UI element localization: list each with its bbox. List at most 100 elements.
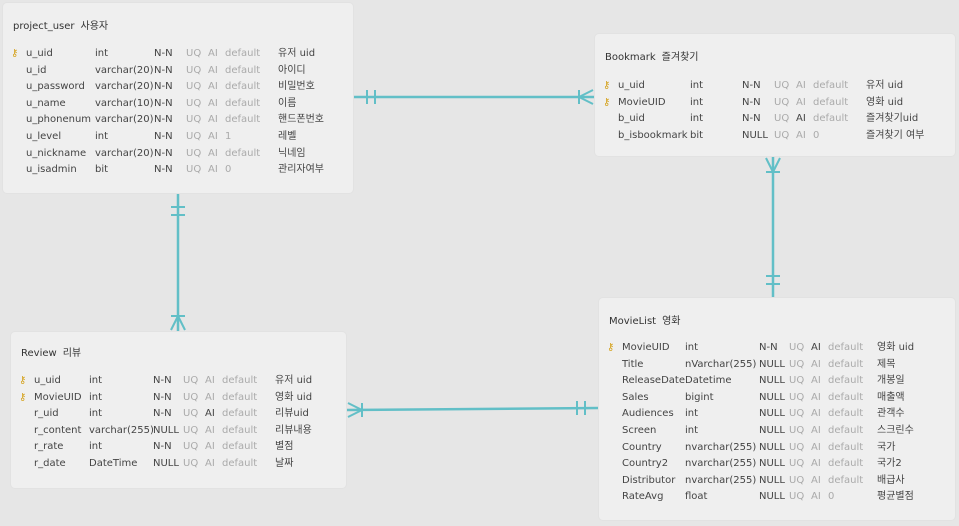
column-unique-flag: UQ [789, 491, 805, 503]
column-comment: 리뷰내용 [275, 424, 312, 436]
column-comment: 제목 [877, 358, 896, 370]
column-comment: 영화 uid [275, 391, 313, 403]
column-nullable: N-N [742, 96, 761, 108]
column-default: default [225, 81, 261, 93]
column-comment: 리뷰uid [275, 408, 309, 420]
column-unique-flag: UQ [774, 129, 790, 141]
column-type: int [685, 342, 699, 353]
column-unique-flag: UQ [774, 96, 790, 108]
column-comment: 매출액 [877, 391, 905, 403]
column-type: bit [690, 129, 704, 141]
column-unique-flag: UQ [186, 64, 202, 76]
column-nullable: N-N [742, 80, 761, 91]
column-unique-flag: UQ [183, 441, 199, 453]
column-name: Country2 [622, 458, 669, 470]
column-name: ReleaseDate [622, 375, 685, 387]
column-type: DateTime [89, 457, 138, 469]
column-name: Country [622, 441, 662, 453]
table-name: Bookmark [605, 52, 656, 63]
crows-foot-mark [177, 315, 186, 331]
column-unique-flag: UQ [789, 375, 805, 387]
column-nullable: NULL [742, 129, 768, 141]
column-nullable: N-N [154, 48, 173, 59]
crows-foot-mark [578, 89, 594, 98]
column-default: default [222, 424, 258, 436]
column-comment: 핸드폰번호 [278, 114, 324, 126]
column-comment: 날짜 [275, 457, 294, 469]
column-ai-flag: AI [811, 474, 821, 486]
column-ai-flag: AI [205, 375, 215, 386]
column-ai-flag: AI [811, 458, 821, 470]
column-nullable: N-N [154, 114, 173, 126]
column-unique-flag: UQ [183, 391, 199, 403]
column-name: Screen [622, 424, 657, 436]
column-comment: 즐겨찾기uid [866, 113, 919, 125]
table-comment: 영화 [662, 316, 681, 327]
column-ai-flag: AI [208, 147, 218, 159]
column-default: default [828, 474, 864, 486]
table-comment: 즐겨찾기 [661, 52, 699, 63]
column-unique-flag: UQ [774, 113, 790, 125]
column-unique-flag: UQ [186, 164, 202, 176]
key-icon: ⚷ [11, 48, 19, 59]
column-type: varchar(20) [95, 114, 154, 126]
column-ai-flag: AI [811, 441, 821, 453]
column-default: default [828, 441, 864, 453]
column-unique-flag: UQ [186, 130, 202, 142]
column-comment: 영화 uid [866, 96, 904, 108]
column-nullable: NULL [153, 424, 179, 436]
column-nullable: NULL [759, 358, 785, 370]
column-default: default [828, 358, 864, 370]
column-name: u_phonenum [26, 114, 92, 126]
column-default: default [222, 375, 258, 386]
column-default: 0 [225, 164, 232, 176]
column-comment: 국가2 [877, 458, 902, 470]
column-name: u_password [26, 81, 85, 93]
crows-foot-mark [765, 157, 774, 173]
column-name: MovieUID [34, 391, 82, 403]
column-name: u_nickname [26, 147, 87, 159]
column-ai-flag: AI [205, 424, 215, 436]
column-comment: 관리자여부 [278, 164, 324, 176]
key-icon: ⚷ [603, 80, 611, 91]
column-ai-flag: AI [205, 457, 215, 469]
column-name: Audiences [622, 408, 674, 420]
column-unique-flag: UQ [183, 408, 199, 420]
column-default: default [225, 97, 261, 109]
key-icon: ⚷ [607, 342, 615, 353]
